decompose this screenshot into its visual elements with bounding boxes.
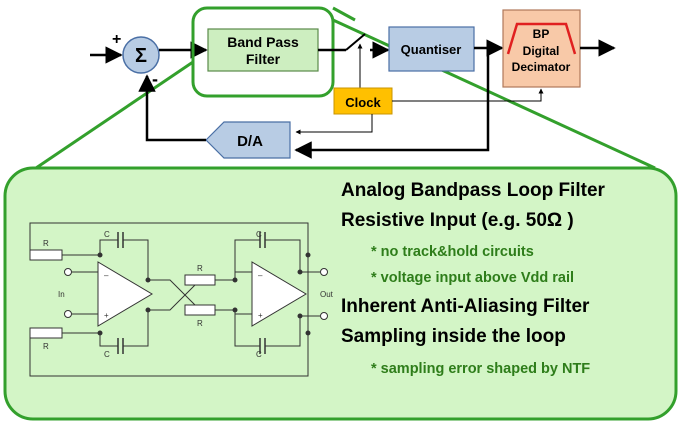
opamp-2 bbox=[251, 261, 307, 327]
clock-to-decimator-line bbox=[392, 88, 544, 102]
quantiser-label: Quantiser bbox=[401, 42, 462, 57]
bandpass-response-icon bbox=[506, 22, 577, 55]
clock-label: Clock bbox=[345, 95, 381, 110]
bullet-item: Inherent Anti-Aliasing Filter bbox=[341, 296, 590, 317]
quantiser-block: Quantiser bbox=[388, 26, 475, 72]
capacitor-label-1-top: C bbox=[104, 230, 110, 239]
capacitor-label-2-bottom: C bbox=[256, 350, 262, 359]
dac-block: D/A bbox=[205, 121, 291, 159]
clock-box bbox=[333, 87, 393, 115]
capacitor-label-1-bottom: C bbox=[104, 350, 110, 359]
sum-symbol: Σ bbox=[135, 45, 147, 67]
resistor-label-mid-bottom: R bbox=[197, 319, 203, 328]
clock-to-dac-line bbox=[295, 114, 373, 135]
bandpass-filter-box bbox=[207, 28, 319, 72]
bp-decimator-block: BP Digital Decimator bbox=[502, 9, 581, 88]
resistor-in-top bbox=[29, 249, 63, 261]
summer-circle bbox=[122, 36, 160, 74]
output-terminal-bottom bbox=[320, 312, 328, 320]
summing-junction: Σ bbox=[122, 36, 160, 74]
resistor-mid-top bbox=[184, 274, 216, 286]
filter-schematic bbox=[29, 222, 328, 377]
dac-to-summer-arrow bbox=[138, 74, 206, 142]
switch-blade bbox=[345, 33, 366, 51]
input-label: In bbox=[58, 290, 65, 299]
sub-bullet-item: * sampling error shaped by NTF bbox=[371, 361, 590, 377]
filter-highlight bbox=[191, 6, 335, 98]
opamp2-plus: + bbox=[258, 311, 263, 320]
opamp-1 bbox=[97, 261, 153, 327]
opamp2-minus: – bbox=[258, 271, 263, 280]
sampling-switch bbox=[345, 33, 390, 88]
clock-block: Clock bbox=[333, 87, 393, 115]
decimator-label-line1: BP bbox=[533, 27, 550, 41]
resistor-label-top: R bbox=[43, 239, 49, 248]
plus-sign: + bbox=[112, 31, 121, 48]
bullet-item: Resistive Input (e.g. 50Ω ) bbox=[341, 210, 574, 231]
schematic-outer-wire bbox=[29, 222, 309, 377]
input-terminal-bottom bbox=[64, 310, 72, 318]
quantiser-box bbox=[388, 26, 475, 72]
sub-bullet-item: * no track&hold circuits bbox=[371, 244, 534, 260]
opamp1-plus: + bbox=[104, 311, 109, 320]
zoom-line-left bbox=[35, 60, 194, 170]
output-label: Out bbox=[320, 290, 334, 299]
bandpass-label-line1: Band Pass bbox=[227, 34, 299, 50]
bandpass-label-line2: Filter bbox=[246, 51, 281, 67]
decimator-label-line2: Digital bbox=[523, 44, 560, 58]
resistor-mid-bottom bbox=[184, 304, 216, 316]
bullet-item: Analog Bandpass Loop Filter bbox=[341, 180, 606, 201]
resistor-in-bottom bbox=[29, 327, 63, 339]
dac-label: D/A bbox=[237, 133, 263, 150]
bandpass-filter-block: Band Pass Filter bbox=[207, 28, 319, 72]
output-terminal-top bbox=[320, 268, 328, 276]
dac-box bbox=[205, 121, 291, 159]
decimator-label-line3: Decimator bbox=[512, 60, 571, 74]
sub-bullet-item: * voltage input above Vdd rail bbox=[371, 270, 574, 286]
input-terminal-top bbox=[64, 268, 72, 276]
minus-sign: - bbox=[152, 69, 158, 89]
zoom-line-top bbox=[332, 6, 356, 22]
feedback-to-dac-arrow bbox=[294, 48, 490, 159]
opamp1-minus: – bbox=[104, 271, 109, 280]
bullet-item: Sampling inside the loop bbox=[341, 326, 566, 347]
capacitor-label-2-top: C bbox=[256, 230, 262, 239]
resistor-label-mid-top: R bbox=[197, 264, 203, 273]
resistor-label-bottom: R bbox=[43, 342, 49, 351]
detail-panel bbox=[3, 166, 678, 421]
